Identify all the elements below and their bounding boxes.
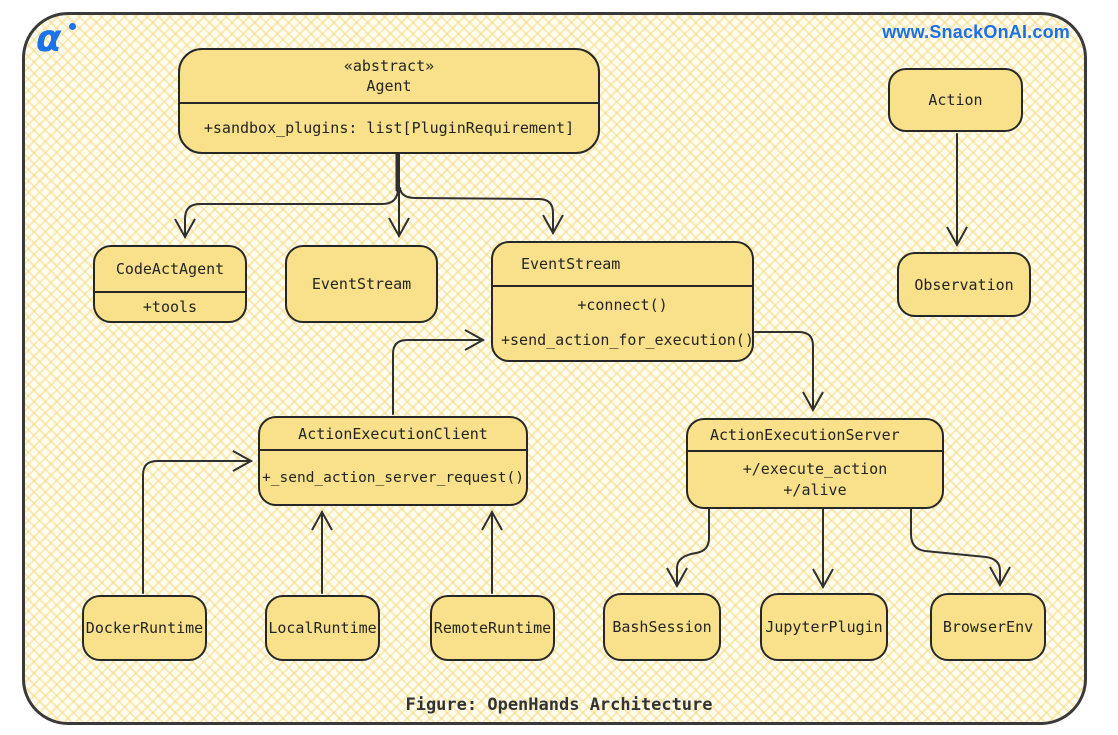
node-eventstream: EventStream +connect() +send_action_for_…: [491, 241, 754, 362]
local-runtime-name: LocalRuntime: [268, 619, 377, 637]
node-agent: «abstract» Agent +sandbox_plugins: list[…: [178, 48, 600, 154]
section-divider: [95, 291, 245, 293]
observation-name: Observation: [914, 275, 1014, 294]
action-name: Action: [928, 91, 983, 109]
remote-runtime-name: RemoteRuntime: [433, 619, 552, 637]
codeactagent-attribute: +tools: [142, 298, 198, 316]
browser-env-name: BrowserEnv: [942, 618, 1034, 636]
server-method-execute: +/execute_action: [742, 459, 888, 478]
section-divider: [260, 449, 526, 451]
agent-name: Agent: [366, 77, 412, 95]
node-action: Action: [888, 68, 1023, 132]
client-method: +_send_action_server_request(): [262, 469, 524, 486]
node-observation: Observation: [897, 252, 1031, 317]
node-remote-runtime: RemoteRuntime: [430, 595, 555, 661]
jupyter-plugin-name: JupyterPlugin: [765, 618, 883, 636]
agent-stereotype: «abstract»: [343, 57, 435, 75]
node-bash-session: BashSession: [603, 593, 721, 661]
node-action-execution-server: ActionExecutionServer +/execute_action +…: [686, 418, 944, 509]
node-eventstream-simple: EventStream: [285, 245, 438, 323]
section-divider: [493, 285, 752, 287]
snackonai-logo-icon: α: [36, 16, 88, 62]
bash-session-name: BashSession: [612, 618, 712, 636]
website-url: www.SnackOnAI.com: [882, 22, 1070, 42]
eventstream-name: EventStream: [521, 255, 621, 273]
eventstream-method-send: +send_action_for_execution(): [501, 331, 754, 349]
node-codeactagent: CodeActAgent +tools: [93, 245, 247, 323]
section-divider: [180, 102, 598, 104]
section-divider: [688, 450, 942, 452]
logo-dot: [69, 23, 76, 30]
codeactagent-name: CodeActAgent: [115, 260, 225, 278]
eventstream-simple-name: EventStream: [311, 275, 412, 293]
eventstream-method-connect: +connect(): [577, 296, 668, 314]
figure-caption: Figure: OpenHands Architecture: [405, 695, 713, 715]
node-browser-env: BrowserEnv: [930, 593, 1046, 661]
client-name: ActionExecutionClient: [298, 424, 488, 443]
node-action-execution-client: ActionExecutionClient +_send_action_serv…: [258, 416, 528, 506]
node-jupyter-plugin: JupyterPlugin: [760, 593, 888, 661]
node-docker-runtime: DockerRuntime: [82, 595, 207, 661]
docker-runtime-name: DockerRuntime: [85, 619, 204, 637]
server-method-alive: +/alive: [783, 480, 847, 499]
server-name: ActionExecutionServer: [710, 426, 900, 444]
logo-alpha-glyph: α: [36, 17, 62, 60]
node-local-runtime: LocalRuntime: [265, 595, 380, 661]
agent-attribute: +sandbox_plugins: list[PluginRequirement…: [203, 119, 575, 137]
